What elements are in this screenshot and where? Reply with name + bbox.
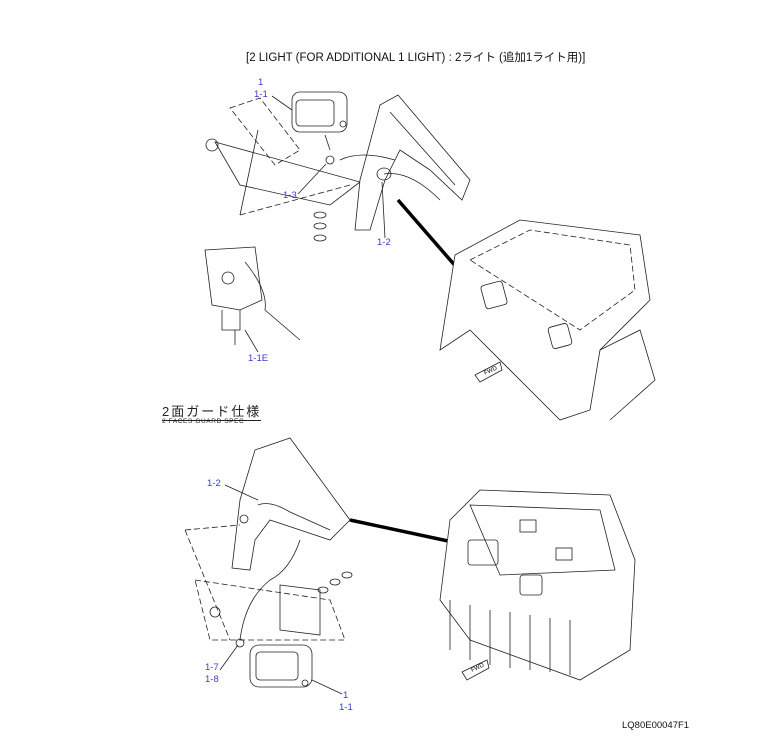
callout-1-7: 1-7: [205, 662, 219, 673]
bottom-bracket: [194, 539, 353, 648]
svg-text:FWD: FWD: [483, 365, 499, 376]
callout-1: 1: [258, 77, 264, 88]
spec-title-jp: 2面ガード仕様: [162, 401, 262, 421]
callout-1-1e: 1-1E: [248, 353, 269, 364]
callout-1-8: 1-8: [205, 674, 219, 685]
top-cab: [439, 219, 656, 421]
callout-1-1: 1-1: [254, 89, 268, 100]
callout-1-3: 1-3: [283, 190, 297, 201]
bottom-fwd-arrow: FWD: [461, 659, 490, 681]
spec-title-en: 2 FACES GUARD SPEC: [162, 418, 245, 425]
callout-1-1-bottom: 1-1: [339, 702, 353, 713]
callout-1-2-bottom: 1-2: [207, 478, 221, 489]
drawing-code: LQ80E00047F1: [622, 720, 690, 731]
callout-1-2: 1-2: [377, 237, 391, 248]
callout-1-bottom: 1: [343, 690, 349, 701]
top-detail-inset: [204, 246, 301, 345]
diagram-title: [2 LIGHT (FOR ADDITIONAL 1 LIGHT) : 2ライト…: [246, 52, 586, 64]
top-fwd-arrow: FWD: [474, 361, 503, 383]
svg-text:FWD: FWD: [470, 662, 486, 673]
top-light-assembly: [205, 91, 361, 242]
bottom-light: [249, 644, 313, 688]
bottom-cab: [439, 489, 636, 681]
bottom-fender: [184, 437, 463, 641]
